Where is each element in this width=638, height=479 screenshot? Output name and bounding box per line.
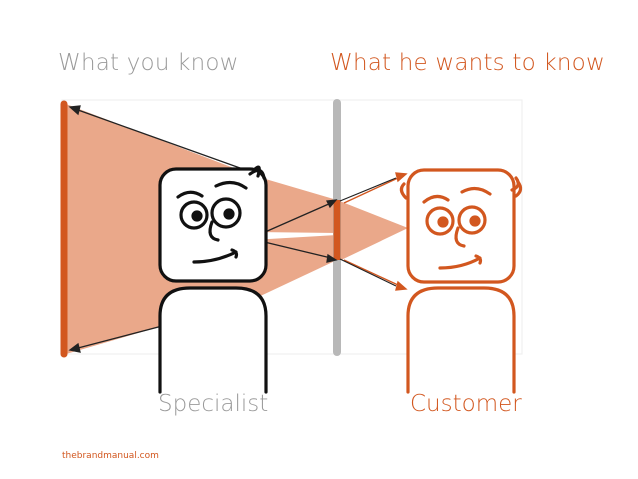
heading-what-he-wants-to-know: What he wants to know	[330, 50, 605, 76]
specialist-figure	[158, 165, 268, 394]
customer-left-brow	[422, 194, 450, 204]
customer-left-ear	[399, 182, 408, 200]
customer-label: Customer	[410, 391, 522, 417]
customer-body	[406, 286, 516, 394]
customer-mouth	[438, 256, 482, 270]
customer-figure	[399, 168, 523, 394]
specialist-left-eye	[179, 200, 209, 230]
customer-left-pupil	[437, 216, 449, 228]
specialist-right-pupil	[223, 208, 235, 220]
customer-sight-arrows	[339, 177, 397, 287]
specialist-right-eye	[210, 197, 242, 229]
specialist-head	[158, 167, 268, 283]
heading-what-you-know: What you know	[58, 50, 239, 76]
specialist-label: Specialist	[158, 391, 269, 417]
customer-right-eye	[457, 205, 487, 235]
customer-mouth-corner	[474, 254, 483, 265]
customer-nose	[454, 226, 466, 248]
customer-hair-strand	[510, 176, 520, 192]
lower-sight-beam	[252, 235, 337, 300]
customer-left-eye	[425, 206, 455, 236]
specialist-mouth-corner	[230, 248, 239, 259]
upper-sight-beam	[252, 175, 337, 233]
specialist-body	[158, 286, 268, 394]
customer-arrows	[343, 172, 408, 291]
specialist-mouth	[192, 250, 238, 264]
specialist-left-brow	[176, 190, 204, 199]
customer-right-brow	[460, 186, 492, 196]
footer-credit: thebrandmanual.com	[62, 451, 159, 461]
customer-right-pupil	[469, 215, 481, 227]
customer-interest-cone	[337, 200, 408, 262]
specialist-left-pupil	[191, 210, 203, 222]
specialist-hair-strand	[252, 165, 261, 178]
specialist-right-brow	[214, 180, 248, 190]
specialist-nose	[208, 220, 220, 242]
